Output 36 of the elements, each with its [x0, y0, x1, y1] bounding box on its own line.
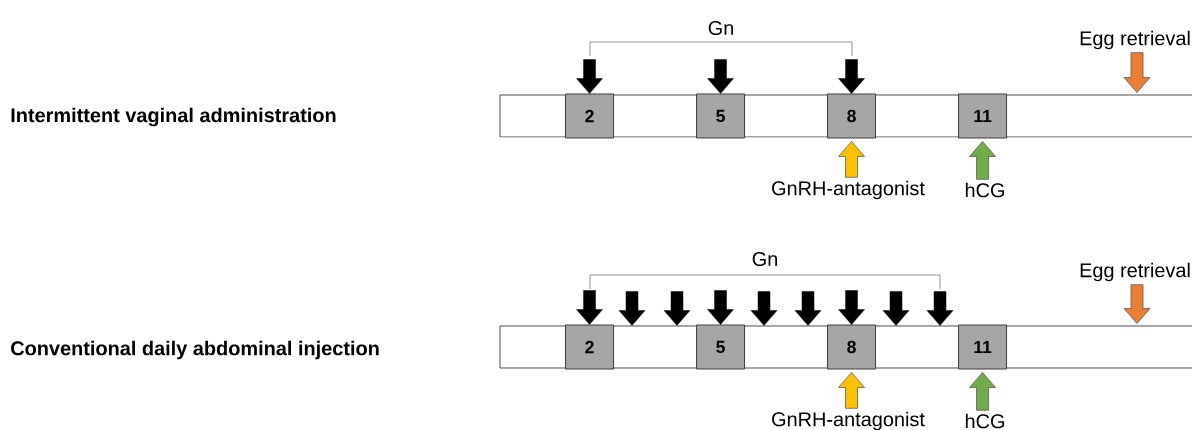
day-box: 2: [565, 93, 614, 139]
row-label: Intermittent vaginal administration: [11, 107, 336, 127]
block-arrow: [838, 141, 865, 178]
day-box: 11: [958, 324, 1007, 370]
block-arrow: [576, 290, 603, 325]
block-arrow: [663, 291, 691, 326]
event-label: hCG: [965, 413, 1004, 429]
event-label: GnRH-antagonist: [772, 180, 925, 200]
day-box: 8: [827, 324, 876, 370]
block-arrow: [838, 372, 865, 409]
day-box: 8: [827, 93, 876, 139]
block-arrow: [969, 141, 996, 180]
block-arrow: [882, 291, 910, 326]
block-arrow: [1123, 52, 1151, 93]
block-arrow: [969, 372, 996, 411]
event-label: GnRH-antagonist: [772, 411, 925, 430]
block-arrow: [707, 290, 734, 325]
block-arrow: [576, 59, 603, 94]
event-label: Egg retrieval: [1080, 262, 1190, 282]
row-label: Conventional daily abdominal injection: [11, 340, 379, 360]
event-label: hCG: [965, 182, 1004, 198]
day-box: 2: [565, 324, 614, 370]
bracket-label: Gn: [752, 251, 777, 267]
block-arrow: [926, 291, 954, 326]
block-arrow: [838, 290, 865, 325]
block-arrow: [750, 291, 778, 326]
event-label: Egg retrieval: [1080, 30, 1190, 50]
block-arrow: [707, 59, 734, 94]
block-arrow: [838, 59, 865, 94]
bracket-label: Gn: [708, 20, 733, 36]
day-box: 11: [958, 93, 1007, 139]
block-arrow: [794, 291, 822, 326]
block-arrow: [1123, 284, 1151, 324]
day-box: 5: [696, 324, 745, 370]
block-arrow: [618, 291, 646, 326]
day-box: 5: [696, 93, 745, 139]
